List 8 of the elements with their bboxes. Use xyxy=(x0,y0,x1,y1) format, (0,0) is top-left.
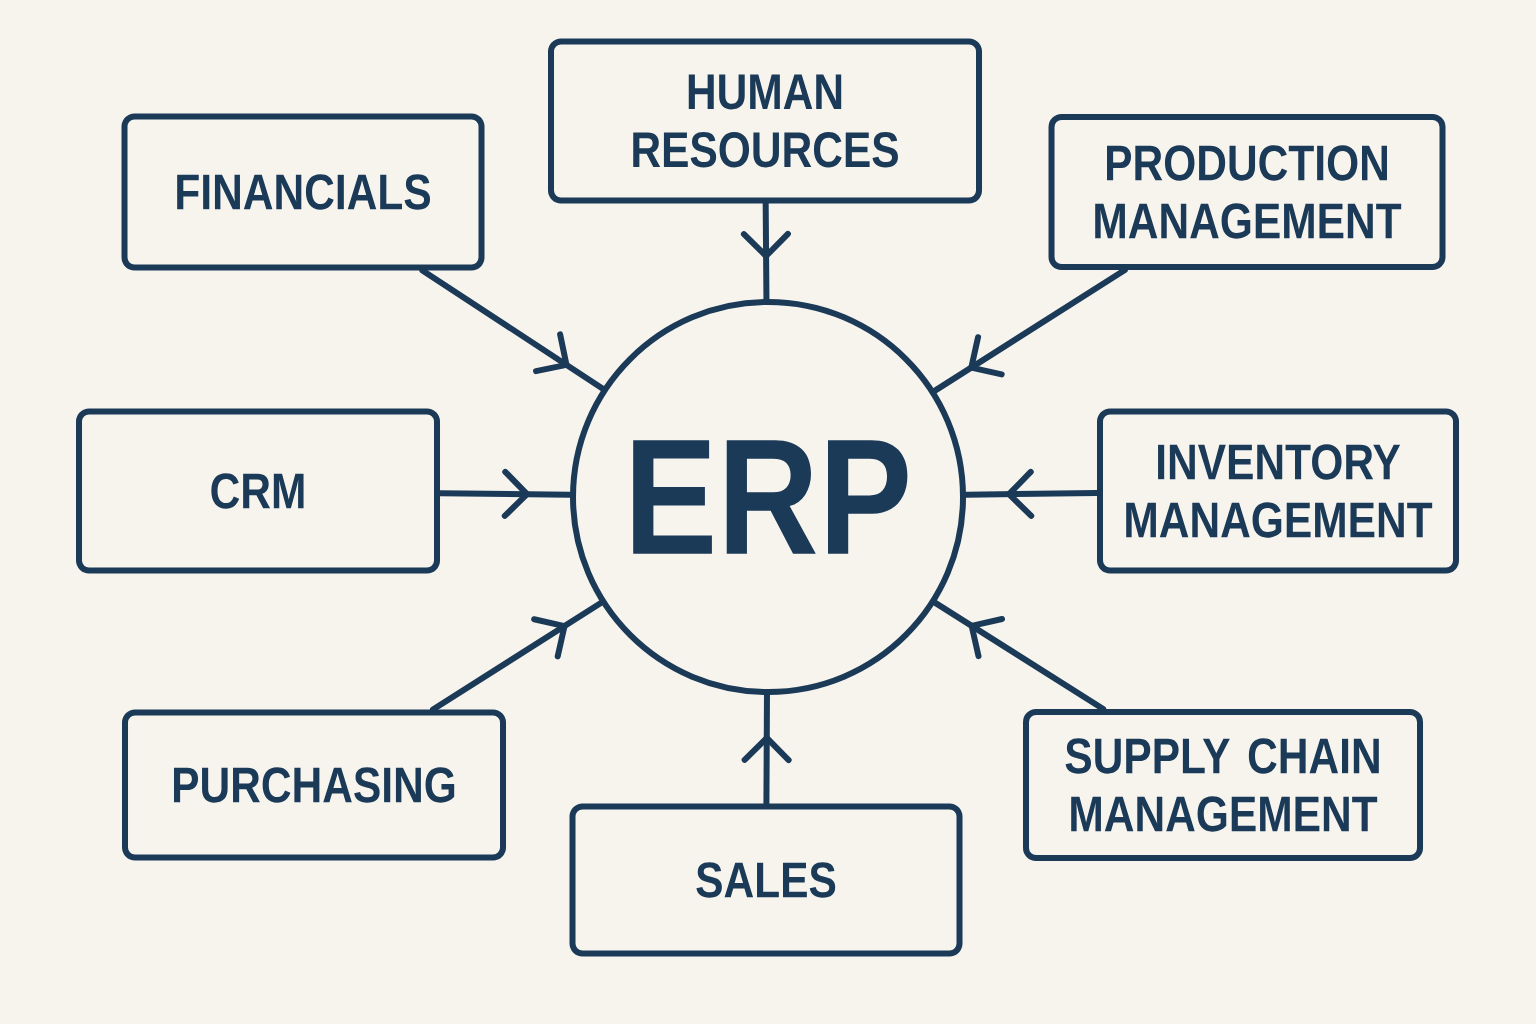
module-box: HUMAN RESOURCES xyxy=(548,38,982,204)
module-box: PRODUCTION MANAGEMENT xyxy=(1048,114,1446,270)
module-box: FINANCIALS xyxy=(121,113,485,271)
module-box: SUPPLY CHAIN MANAGEMENT xyxy=(1023,709,1423,861)
module-box: INVENTORY MANAGEMENT xyxy=(1097,408,1459,574)
module-box: SALES xyxy=(569,803,963,957)
module-box: PURCHASING xyxy=(122,709,506,861)
module-box: CRM xyxy=(76,408,440,574)
